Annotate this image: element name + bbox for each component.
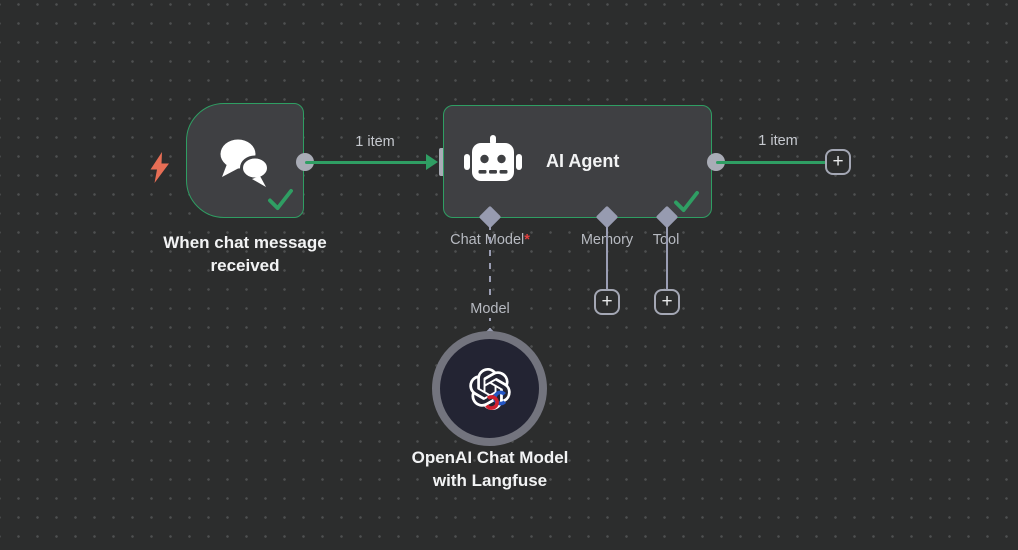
connection-items-label: 1 item [355, 134, 395, 150]
connection-agent-next[interactable] [716, 160, 826, 164]
trigger-bolt-icon [150, 152, 169, 183]
success-check-icon [268, 188, 293, 211]
agent-node-title: AI Agent [546, 151, 620, 171]
add-next-node-button[interactable]: + [825, 149, 851, 175]
node-ai-agent[interactable]: AI Agent [443, 105, 712, 218]
node-when-chat-message-received[interactable] [186, 103, 304, 218]
chat-model-connection-line[interactable] [488, 224, 491, 336]
chat-model-port-label: Chat Model* [450, 232, 530, 248]
langfuse-knot-icon [483, 390, 508, 410]
node-openai-chat-model[interactable] [432, 331, 547, 446]
connection-trigger-agent[interactable] [305, 160, 430, 164]
required-asterisk: * [524, 232, 530, 248]
success-check-icon [674, 190, 699, 213]
model-connection-label: Model [450, 300, 530, 318]
add-memory-button[interactable]: + [594, 289, 620, 315]
chat-bubbles-icon [220, 139, 270, 187]
connection-arrowhead-icon [426, 154, 438, 170]
model-node-title: OpenAI Chat Model with Langfuse [411, 448, 569, 490]
openai-logo-icon [468, 367, 511, 410]
tool-connector-line [665, 224, 668, 290]
memory-connector-line [605, 224, 608, 290]
trigger-node-title: When chat message received [163, 233, 327, 275]
add-tool-button[interactable]: + [654, 289, 680, 315]
robot-icon [464, 135, 522, 181]
connection-items-label: 1 item [758, 133, 798, 149]
